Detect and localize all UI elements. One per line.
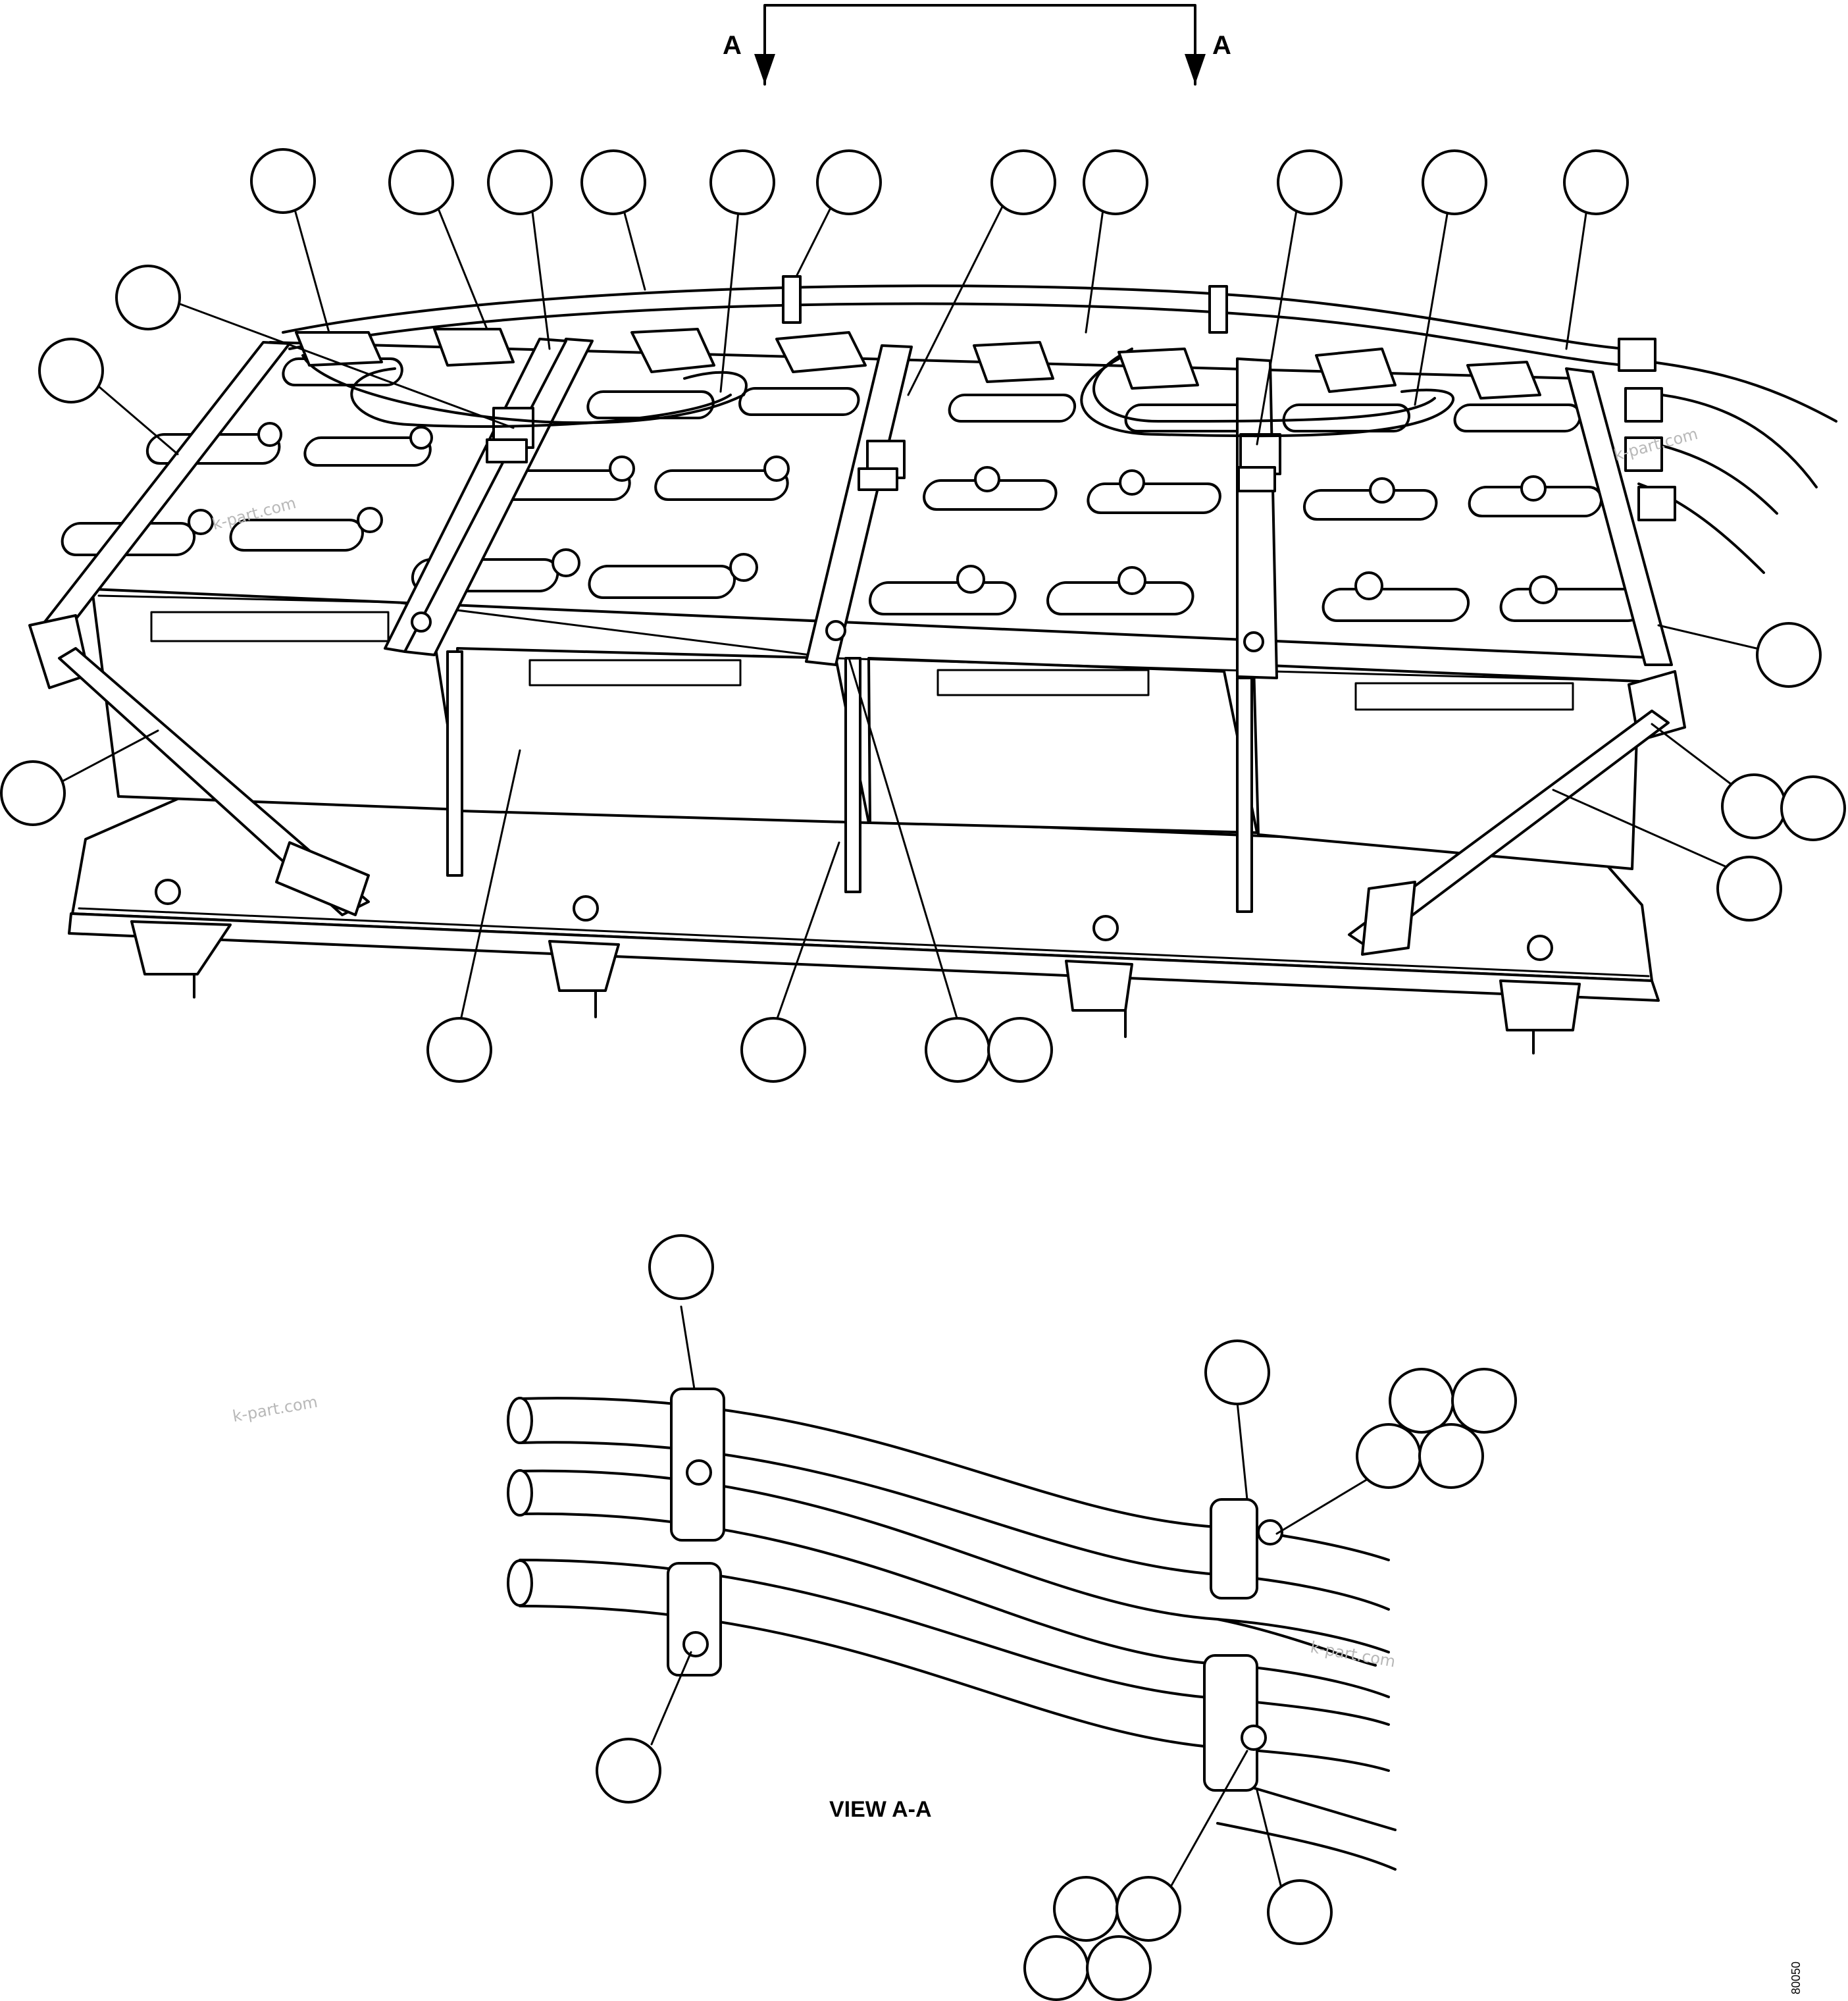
callout-balloon (1563, 149, 1629, 215)
section-marker-left: A (723, 31, 742, 60)
cable-harness (282, 275, 1837, 574)
figure-number: 80050 (1789, 1962, 1803, 1994)
hold-down-channels (38, 338, 1673, 679)
callout-balloon (388, 149, 454, 215)
callout-balloon (1422, 149, 1487, 215)
callout-balloon (1204, 1339, 1270, 1405)
callout-balloon (1756, 622, 1822, 688)
callout-balloon (740, 1017, 806, 1083)
callout-balloon (580, 149, 646, 215)
callout-balloon (38, 338, 104, 403)
view-leader-lines (650, 1305, 1377, 1910)
callout-balloon (1451, 1368, 1517, 1434)
callout-balloon (596, 1738, 661, 1804)
callout-balloon (115, 265, 181, 330)
callout-balloon (1356, 1423, 1422, 1489)
callout-balloon (648, 1234, 714, 1300)
callout-balloon (1116, 1876, 1181, 1942)
callout-balloon (709, 149, 775, 215)
callout-balloon (1389, 1368, 1454, 1434)
watermark: k-part.com (231, 1393, 319, 1426)
callout-balloon (1023, 1935, 1089, 2001)
battery-assembly-view (0, 148, 1846, 1083)
callout-balloon (1716, 856, 1782, 922)
leader-lines (45, 190, 1772, 1022)
callout-balloon (1086, 1935, 1152, 2001)
section-view-a-a: VIEW A-A (507, 1234, 1517, 2001)
callout-balloon (1267, 1879, 1333, 1945)
callout-balloon (987, 1017, 1053, 1083)
cell-caps (61, 357, 1648, 622)
callout-balloon (487, 149, 553, 215)
callout-balloon (816, 149, 882, 215)
callout-balloon (0, 760, 66, 826)
callout-balloon (1721, 773, 1787, 839)
hold-down-rods (411, 611, 1264, 913)
view-clamps (667, 1388, 1283, 1792)
mounting-feet (130, 879, 1581, 1054)
callout-balloon (1053, 1876, 1119, 1942)
callout-balloon (250, 148, 316, 214)
end-brackets (28, 614, 1686, 956)
view-caption: VIEW A-A (829, 1797, 932, 1822)
callout-balloon (1277, 149, 1343, 215)
view-callout-balloons (596, 1234, 1517, 2001)
callout-balloon (426, 1017, 492, 1083)
watermark: k-part.com (1309, 1638, 1397, 1671)
base-frame (68, 792, 1660, 1002)
callout-balloon (1780, 775, 1846, 841)
section-indicator: A A (723, 4, 1231, 86)
callout-balloon (925, 1017, 990, 1083)
callout-balloon (1418, 1423, 1484, 1489)
callout-balloon (1083, 149, 1148, 215)
callout-balloons (0, 148, 1846, 1083)
callout-balloon (990, 149, 1056, 215)
section-marker-right: A (1212, 31, 1231, 60)
